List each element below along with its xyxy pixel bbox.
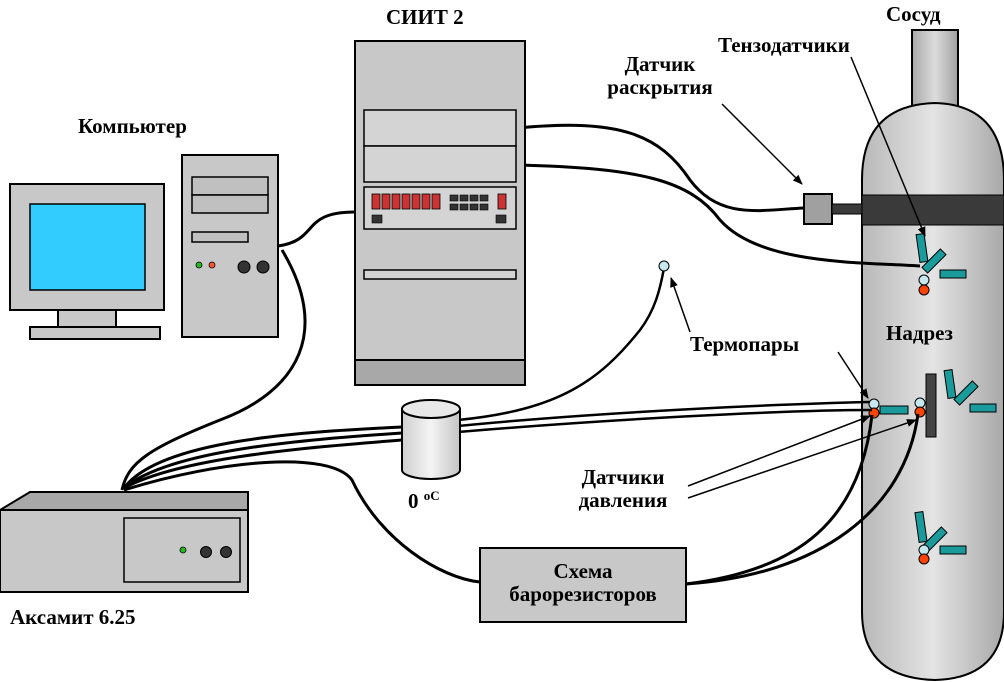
cable-aksamit-barorezistor	[123, 460, 481, 584]
zero-degree-cylinder	[401, 399, 461, 480]
label-zero-celsius-value: 0	[408, 489, 419, 513]
cable-barorezistor-sensor-a	[685, 414, 874, 586]
siit-rack	[354, 40, 526, 386]
arrow-pressure-sensor-b	[687, 419, 917, 499]
vessel	[861, 29, 1004, 682]
monitor-screen	[29, 203, 146, 291]
strain-gauge-group-notch	[943, 369, 997, 413]
label-barorezistor-line2: барорезисторов	[509, 582, 657, 606]
computer-tower	[181, 154, 279, 338]
cable-barorezistor-sensor-b	[685, 413, 920, 586]
thermocouple-tip	[658, 260, 670, 272]
rack-panel-1	[363, 109, 517, 147]
cable-cylinder-thermocouple-top	[457, 267, 666, 422]
label-opening-sensor-line1: Датчик	[624, 52, 696, 76]
label-barorezistor: Схема барорезисторов	[480, 560, 686, 606]
label-opening-sensor: Датчик раскрытия	[598, 53, 722, 99]
strain-gauge-group-upper	[915, 233, 967, 296]
cables	[120, 123, 921, 586]
notch-slot	[925, 373, 937, 438]
cable-aksamit-cylinder-b	[123, 431, 403, 490]
label-notch: Надрез	[886, 321, 953, 345]
strain-gauge-group-lower	[914, 511, 967, 565]
arrow-opening-sensor	[721, 103, 803, 185]
label-strain-gauges: Тензодатчики	[718, 33, 850, 57]
label-siit: СИИТ 2	[386, 5, 464, 29]
cable-computer-siit	[277, 210, 356, 248]
rack-slot	[363, 269, 517, 280]
rack-panel-2	[363, 145, 517, 183]
vessel-band	[861, 194, 1004, 226]
cable-aksamit-cylinder-a	[122, 425, 403, 489]
label-barorezistor-line1: Схема	[553, 559, 613, 583]
label-zero-celsius: 0 oC	[408, 484, 440, 513]
label-computer: Компьютер	[78, 114, 187, 138]
label-vessel: Сосуд	[886, 2, 941, 26]
aksamit-knob-1	[200, 546, 212, 558]
power-led-red	[208, 261, 216, 269]
cable-siit-strain-gauges	[517, 163, 921, 268]
opening-sensor	[803, 193, 863, 225]
power-led-green	[195, 261, 203, 269]
label-thermocouples: Термопары	[690, 332, 800, 356]
arrow-pressure-sensor-a	[687, 415, 871, 487]
rack-display	[371, 193, 507, 210]
drive-bay-1	[191, 176, 269, 196]
cable-siit-opening-sensor	[517, 123, 805, 213]
drive-slot	[191, 231, 249, 243]
computer-monitor	[9, 183, 165, 340]
arrow-thermocouple-notch	[837, 351, 869, 399]
label-aksamit: Аксамит 6.25	[10, 605, 136, 629]
tower-knob-1	[237, 260, 251, 274]
cable-cylinder-notch-b	[457, 408, 873, 434]
vessel-neck	[911, 29, 959, 109]
label-pressure-sensors-line2: давления	[578, 488, 668, 512]
barorezistor-box	[479, 547, 687, 623]
aksamit-led	[179, 546, 187, 554]
drive-bay-2	[191, 194, 269, 214]
label-opening-sensor-line2: раскрытия	[607, 75, 713, 99]
label-zero-celsius-unit: oC	[423, 488, 440, 503]
aksamit-device	[0, 491, 249, 593]
arrow-strain-gauges	[850, 56, 926, 237]
tower-knob-2	[256, 260, 270, 274]
rack-keypad	[449, 194, 489, 211]
pointer-arrows	[670, 56, 926, 499]
cable-aksamit-cylinder-c	[123, 438, 403, 490]
arrow-thermocouple-tip	[670, 277, 691, 333]
label-pressure-sensors: Датчики давления	[560, 466, 686, 512]
aksamit-knob-2	[220, 546, 232, 558]
cable-computer-aksamit	[120, 249, 307, 491]
cable-cylinder-notch-a	[457, 400, 871, 428]
label-pressure-sensors-line1: Датчики	[581, 465, 665, 489]
